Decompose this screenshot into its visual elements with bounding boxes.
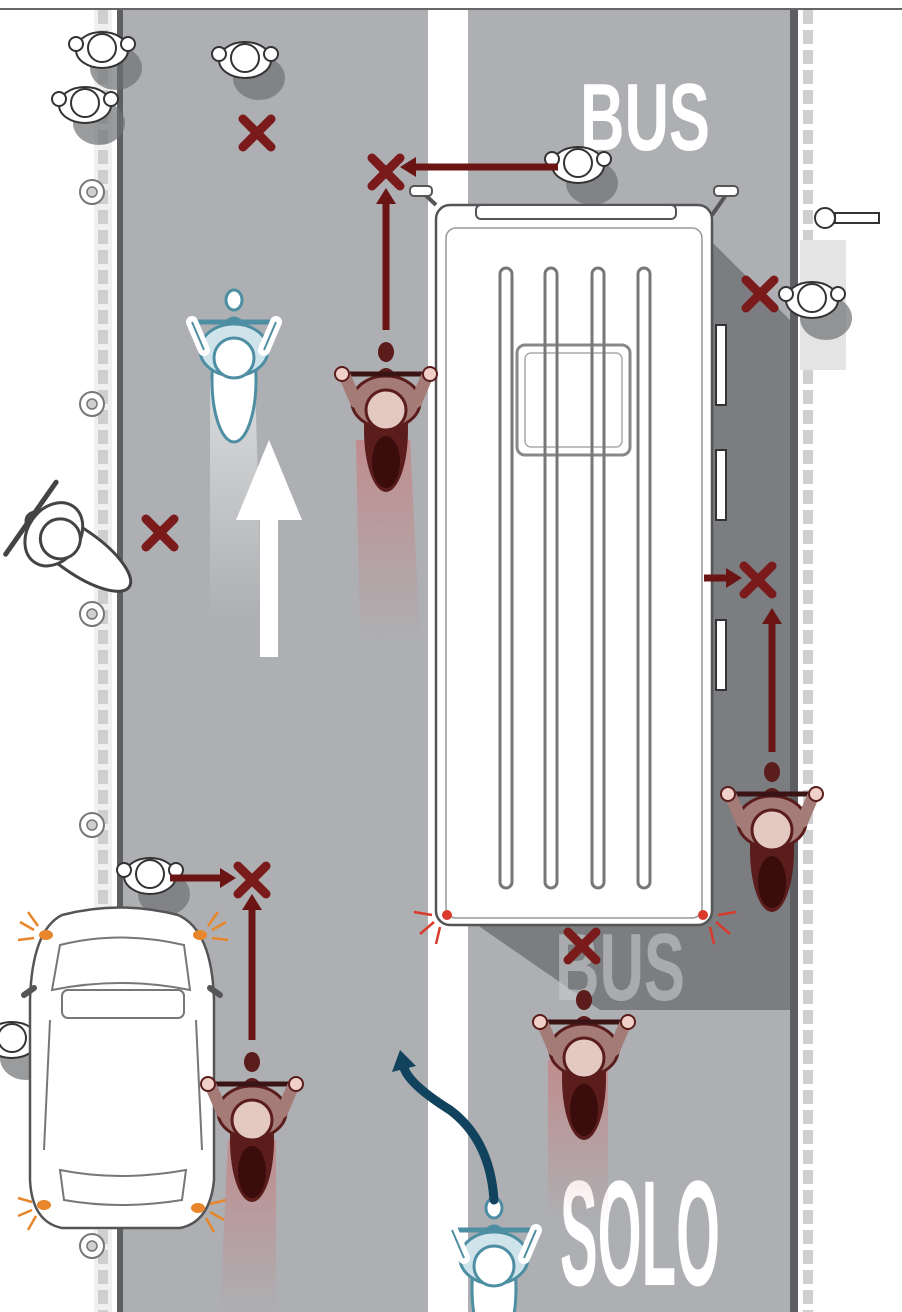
bollard-icon bbox=[80, 1234, 104, 1258]
car-icon bbox=[18, 908, 228, 1233]
bollard-icon bbox=[80, 602, 104, 626]
bollard-icon bbox=[80, 813, 104, 837]
bollard-icon bbox=[80, 392, 104, 416]
road-marking-bus-bottom: BUS bbox=[555, 914, 685, 1021]
bus-icon bbox=[410, 186, 738, 944]
right-sidewalk bbox=[798, 10, 902, 1312]
bollard-icon bbox=[80, 180, 104, 204]
